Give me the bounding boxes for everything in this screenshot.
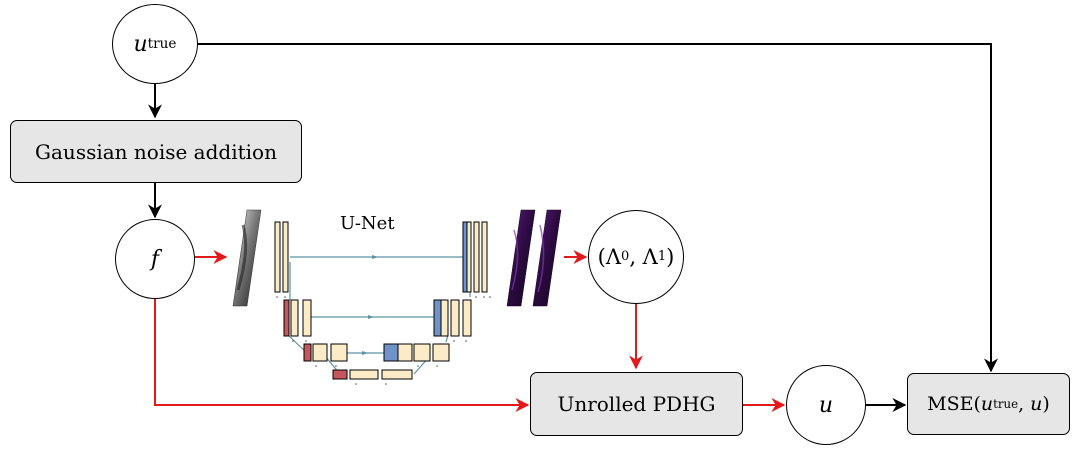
mse-u-true: u bbox=[980, 393, 994, 415]
output-feature-maps bbox=[506, 209, 562, 307]
unet-bottleneck bbox=[332, 369, 413, 380]
unet-decoder-level-3 bbox=[383, 343, 450, 362]
pdhg-label: Unrolled PDHG bbox=[557, 392, 716, 416]
pdhg-box: Unrolled PDHG bbox=[530, 372, 743, 436]
unet-decoder-level-2 bbox=[433, 299, 472, 337]
noise-box: Gaussian noise addition bbox=[10, 120, 302, 183]
u-label: u bbox=[818, 392, 834, 418]
noise-label: Gaussian noise addition bbox=[35, 139, 277, 164]
arrow-utrue-to-mse bbox=[198, 43, 998, 373]
unet-decoder-level-1 bbox=[462, 221, 488, 293]
mse-suffix: ) bbox=[1042, 393, 1050, 415]
arrow-f-to-pdhg bbox=[154, 297, 530, 412]
unet-encoder-level-1 bbox=[274, 221, 289, 293]
mse-u: u bbox=[1030, 393, 1043, 415]
u-node: u bbox=[786, 365, 866, 445]
input-image bbox=[232, 209, 262, 307]
unet-encoder-level-3 bbox=[303, 343, 348, 362]
unet-skip-arrowheads bbox=[362, 255, 378, 355]
unet-size-dots bbox=[276, 296, 491, 385]
lambda-close: ) bbox=[666, 245, 675, 269]
lambda-open: (Λ bbox=[597, 245, 622, 269]
unet-label: U-Net bbox=[340, 213, 395, 234]
unet-encoder-level-2 bbox=[283, 299, 312, 337]
f-node: f bbox=[115, 219, 195, 299]
mse-sep: , bbox=[1018, 393, 1031, 415]
u-true-label: u bbox=[133, 31, 148, 57]
black-arrows bbox=[148, 43, 998, 412]
red-arrows bbox=[154, 250, 786, 412]
mse-prefix: MSE( bbox=[927, 393, 981, 415]
f-label: f bbox=[150, 246, 160, 272]
lambda-mid: , Λ bbox=[629, 245, 658, 269]
